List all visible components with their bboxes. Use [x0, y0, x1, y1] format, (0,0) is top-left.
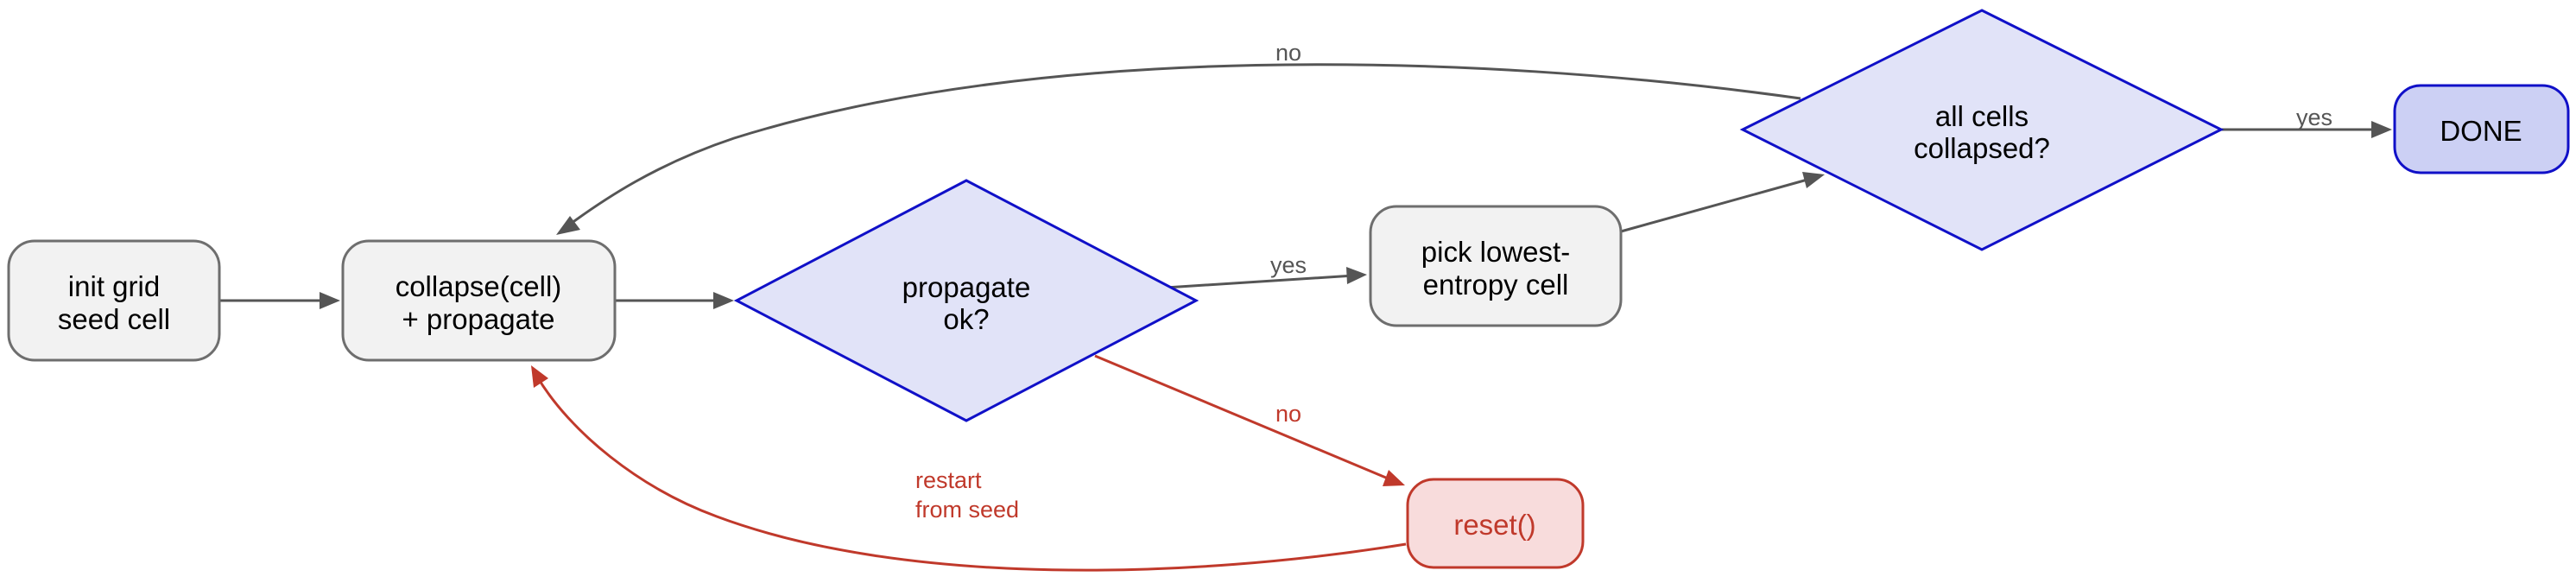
- edge-label-from-seed: from seed: [915, 497, 1019, 523]
- node-pick-line2: entropy cell: [1423, 269, 1569, 301]
- node-reset: reset(): [1406, 478, 1585, 569]
- edge-all-collapsed-to-done: [2221, 121, 2392, 138]
- edge-propagate-to-pick: [1165, 267, 1367, 289]
- edge-label-restart: restart: [915, 467, 982, 493]
- node-propagate-decision: propagate ok?: [733, 179, 1199, 422]
- edge-label-yes-pick: yes: [1270, 252, 1307, 278]
- edge-reset-to-collapse: [531, 365, 1407, 572]
- edge-propagate-to-reset: [1094, 354, 1405, 486]
- node-all-collapsed-line1: all cells: [1935, 100, 2029, 132]
- node-init-line2: seed cell: [58, 303, 170, 335]
- node-all-collapsed-line2: collapsed?: [1914, 132, 2050, 164]
- node-reset-label: reset(): [1453, 509, 1535, 541]
- node-init-grid: init grid seed cell: [7, 239, 221, 362]
- node-collapse: collapse(cell) + propagate: [341, 239, 617, 362]
- node-done-label: DONE: [2440, 115, 2522, 147]
- node-propagate-line1: propagate: [902, 271, 1031, 303]
- node-pick-cell: pick lowest- entropy cell: [1369, 205, 1623, 327]
- edge-label-no-loop: no: [1275, 40, 1301, 66]
- edge-init-to-collapse: [219, 292, 340, 309]
- edge-pick-to-all-collapsed: [1620, 172, 1825, 233]
- edge-collapse-to-propagate: [616, 292, 734, 309]
- node-all-collapsed-decision: all cells collapsed?: [1739, 9, 2225, 251]
- edge-label-yes-done: yes: [2296, 105, 2332, 130]
- node-propagate-line2: ok?: [943, 303, 989, 335]
- edge-label-no-reset: no: [1275, 401, 1301, 427]
- node-collapse-line1: collapse(cell): [396, 270, 562, 302]
- node-done: DONE: [2393, 84, 2570, 174]
- edge-all-collapsed-to-collapse: [556, 63, 1801, 235]
- node-collapse-line2: + propagate: [402, 303, 554, 335]
- node-pick-line1: pick lowest-: [1421, 236, 1570, 268]
- node-init-line1: init grid: [68, 270, 160, 302]
